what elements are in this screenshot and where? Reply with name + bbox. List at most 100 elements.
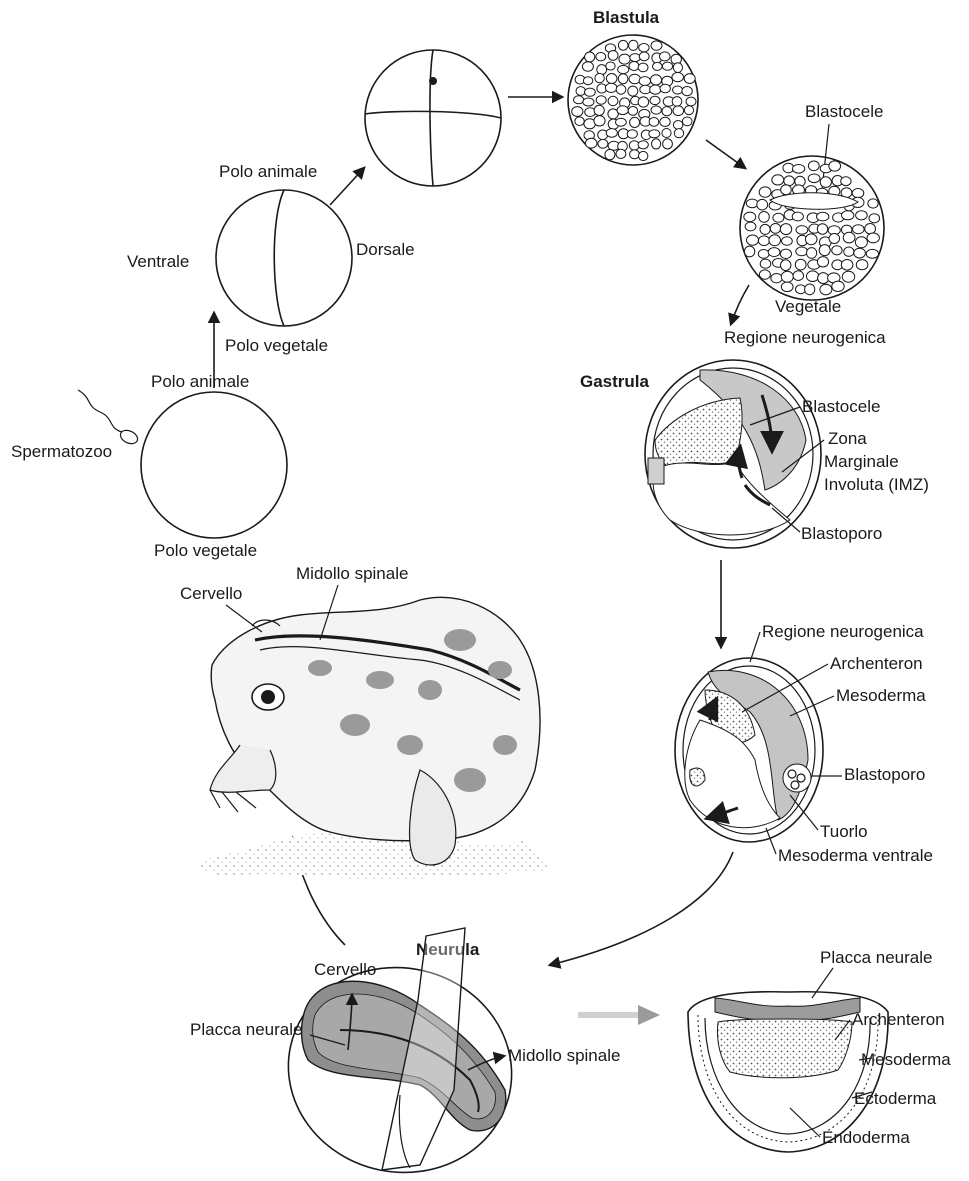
blastula-section: [740, 156, 884, 300]
blastomere: [780, 224, 791, 235]
blastomere: [627, 130, 637, 138]
blastomere: [673, 63, 682, 73]
label-late-regione-neurogenica: Regione neurogenica: [762, 622, 924, 641]
blastomere: [760, 224, 770, 234]
blastomere: [585, 88, 596, 96]
neurula-embryo: [269, 928, 531, 1181]
blastomere: [781, 260, 791, 271]
blastomere: [672, 97, 682, 107]
blastomere: [684, 106, 693, 115]
blastomere: [744, 212, 756, 222]
blastomere: [575, 117, 584, 126]
blastomere: [854, 248, 866, 258]
blastomere: [866, 249, 878, 258]
blastomere: [781, 271, 793, 282]
label-tuorlo: Tuorlo: [820, 822, 868, 841]
blastomere: [817, 224, 827, 235]
blastomere: [759, 212, 770, 223]
blastomere: [759, 270, 770, 279]
blastomere: [832, 281, 844, 291]
blastomere: [606, 74, 617, 84]
blastomere: [630, 150, 640, 159]
blastomere: [674, 129, 683, 138]
blastomere: [820, 177, 831, 188]
blastomere: [595, 73, 604, 82]
blastomere: [598, 139, 608, 148]
blastomere: [869, 214, 880, 223]
blastomere: [855, 237, 867, 248]
blastomere: [619, 54, 630, 64]
blastomere: [649, 130, 660, 138]
blastomere: [805, 234, 817, 245]
blastomere: [817, 212, 829, 221]
blastomere: [663, 139, 673, 149]
label-late-archenteron: Archenteron: [830, 654, 923, 673]
blastomere: [662, 107, 672, 116]
blastomere: [805, 284, 815, 295]
leader-late-mesoderma: [790, 696, 834, 716]
label-marginale: Marginale: [824, 452, 899, 471]
label-egg-polo-animale: Polo animale: [151, 372, 249, 391]
blastomere: [639, 151, 648, 160]
blastomere: [865, 224, 876, 234]
label-neurula-midollo-spinale: Midollo spinale: [508, 1046, 620, 1065]
blastomere: [616, 149, 626, 158]
blastomere: [628, 107, 637, 116]
blastomere: [617, 106, 628, 115]
blastomere: [585, 138, 597, 148]
blastomere: [792, 165, 804, 174]
blastomere: [747, 235, 759, 245]
blastomere: [605, 83, 617, 92]
blastomere: [638, 97, 649, 107]
label-involuta: Involuta (IMZ): [824, 475, 929, 494]
label-gastrula-title: Gastrula: [580, 372, 650, 391]
blastomere: [608, 96, 618, 105]
blastomere: [844, 247, 854, 256]
blastomere: [808, 174, 820, 183]
blastomere: [795, 259, 806, 270]
blastomere: [662, 62, 672, 70]
leader-section-endoderma: [790, 1108, 820, 1137]
blastomere: [639, 44, 649, 52]
blastomere: [651, 106, 661, 114]
fertilized-egg: [141, 392, 287, 538]
blastomere: [630, 117, 640, 127]
blastomere: [682, 87, 692, 96]
blastomere: [820, 284, 832, 295]
blastomere: [629, 74, 640, 84]
label-section-ectoderma: Ectoderma: [854, 1089, 937, 1108]
blastomere: [650, 75, 661, 85]
blastomere: [796, 226, 808, 235]
arrow-late-gastrula-to-neurula: [550, 852, 733, 965]
blastomere: [651, 41, 662, 50]
blastomere: [817, 257, 828, 267]
label-zona: Zona: [828, 429, 867, 448]
blastomere: [574, 96, 584, 104]
leader-frog-cervello: [226, 605, 262, 632]
label-gastrula-blastocele: Blastocele: [802, 397, 880, 416]
blastomere: [605, 149, 615, 159]
label-neurula-cervello: Cervello: [314, 960, 376, 979]
adult-frog: [199, 597, 546, 881]
blastomere: [639, 77, 650, 86]
blastomere: [594, 116, 605, 126]
label-section-endoderma: Endoderma: [822, 1128, 910, 1147]
blastomere: [672, 73, 684, 82]
blastomere: [686, 97, 696, 106]
blastomere: [856, 211, 868, 220]
blastomere: [618, 40, 628, 50]
blastomere: [807, 248, 817, 259]
arrow-neurula-to-section: [578, 1005, 660, 1025]
sperm-icon: [78, 390, 140, 446]
blastomere: [780, 249, 791, 258]
label-mesoderma-ventrale: Mesoderma ventrale: [778, 846, 933, 865]
blastomere: [760, 259, 771, 268]
blastomere: [819, 245, 830, 256]
blastomere: [583, 98, 594, 106]
blastomere: [576, 87, 585, 96]
blastomere: [829, 161, 841, 171]
blastomere: [585, 52, 595, 62]
label-blastula-blastocele: Blastocele: [805, 102, 883, 121]
label-vegetale: Vegetale: [775, 297, 841, 316]
label-section-placca-neurale: Placca neurale: [820, 948, 932, 967]
